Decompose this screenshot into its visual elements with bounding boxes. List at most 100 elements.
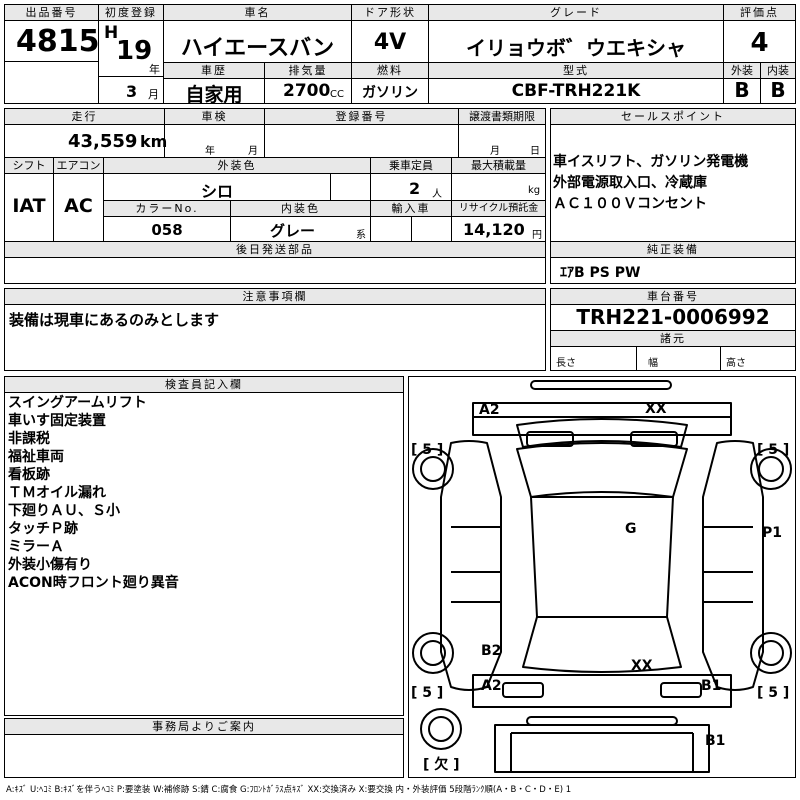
windshield-outline	[516, 442, 688, 498]
office-header: 事務局よりご案内	[5, 719, 403, 735]
inspector-note: 非課税	[8, 431, 50, 447]
inspector-note: ACON時フロント廻り異音	[8, 575, 179, 591]
hood-outline	[472, 402, 732, 436]
inspection-header: 車検	[165, 109, 264, 125]
mileage-value: 43,559	[68, 131, 138, 152]
inspector-notes-list: スイングアームリフト 車いす固定装置 非課税 福祉車両 看板跡 ＴＭオイル漏れ …	[8, 394, 179, 592]
length-label: 長さ	[556, 358, 576, 369]
mark-xx-bottom: XX	[631, 658, 653, 674]
year-unit: 年	[149, 63, 160, 76]
caution-box	[4, 288, 546, 371]
genuine-equipment-value: ｴｱB PS PW	[560, 265, 641, 281]
inspector-note: 外装小傷有り	[8, 557, 92, 573]
sales-point-line: 外部電源取入口、冷蔵庫	[553, 175, 707, 191]
recycle-unit: 円	[532, 230, 542, 241]
inspector-note: 車いす固定装置	[8, 413, 106, 429]
ext-color-value: シロ	[200, 182, 233, 201]
interior-header: 内装	[761, 63, 795, 79]
mark-g: G	[625, 521, 637, 537]
genuine-equipment-header: 純正装備	[551, 242, 795, 258]
int-color-value: グレー	[270, 222, 316, 240]
tire-rear-right	[750, 632, 792, 674]
front-bumper-outline	[530, 380, 672, 390]
lot-no-header: 出品番号	[5, 5, 98, 21]
model-name-header: 車名	[164, 5, 351, 21]
damage-diagram-box	[408, 376, 796, 778]
mileage-unit: km	[140, 132, 168, 151]
int-color-unit: 系	[356, 230, 366, 241]
height-label: 高さ	[726, 358, 746, 369]
spare-tire-missing: [ 欠 ]	[423, 756, 460, 773]
max-load-unit: kg	[528, 185, 541, 196]
car-damage-diagram: A2 XX G P1 B2 XX A2 B1 B1 [ 5 ] [ 5 ] [ …	[411, 380, 792, 773]
month-unit: 月	[148, 88, 159, 101]
mark-a2-top: A2	[479, 402, 500, 418]
tire-front-right	[750, 448, 792, 490]
rear-door-outline	[494, 724, 710, 773]
vehicle-info-table	[4, 4, 796, 104]
door-header: ドア形状	[352, 5, 428, 21]
inspector-note: 福祉車両	[8, 449, 64, 465]
fuel-header: 燃料	[352, 63, 428, 79]
tire-score-fl: [ 5 ]	[411, 442, 443, 458]
width-label: 幅	[648, 358, 658, 369]
capacity-value: 2	[409, 179, 421, 198]
mark-b1-right: B1	[701, 678, 721, 694]
capacity-unit: 人	[432, 189, 442, 200]
history-value: 自家用	[185, 84, 243, 106]
left-side-outline	[440, 440, 502, 691]
tire-rear-left	[412, 632, 454, 674]
rear-window-outline	[522, 616, 682, 673]
legend-text: A:ｷｽﾞ U:ﾍｺﾐ B:ｷｽﾞを伴うﾍｺﾐ P:要塗装 W:補修跡 S:錆 …	[6, 785, 572, 795]
details-table	[4, 108, 546, 284]
chassis-box	[550, 288, 796, 371]
caution-header: 注意事項欄	[5, 289, 545, 305]
mark-b2: B2	[481, 643, 501, 659]
sales-point-header: セールスポイント	[551, 109, 795, 125]
caution-value: 装備は現車にあるのみとします	[9, 311, 220, 329]
grade-header: グレード	[429, 5, 723, 21]
transfer-day: 日	[530, 146, 540, 157]
max-load-header: 最大積載量	[452, 158, 545, 174]
inspector-note: スイングアームリフト	[8, 395, 147, 411]
tire-score-rl: [ 5 ]	[411, 685, 443, 701]
sales-point-line: 車イスリフト、ガソリン発電機	[553, 154, 749, 170]
int-color-header: 内装色	[231, 201, 370, 217]
aircon-value: AC	[64, 195, 93, 217]
color-no-value: 058	[151, 221, 183, 239]
mark-b1-bottom: B1	[705, 733, 725, 749]
inspector-note: 下廻りＡＵ、Ｓ小	[8, 503, 120, 519]
displacement-unit: CC	[330, 89, 344, 100]
color-no-header: カラーNo.	[104, 201, 230, 217]
chassis-no-value: TRH221-0006992	[576, 305, 770, 329]
tire-front-left	[412, 448, 454, 490]
inspector-note: タッチＰ跡	[8, 521, 78, 537]
grade-value: イリョウボ゛ウエキシャ	[466, 36, 686, 60]
inspector-note: ＴＭオイル漏れ	[8, 485, 106, 501]
tire-score-rr: [ 5 ]	[757, 685, 789, 701]
sales-point-box	[550, 108, 796, 284]
ext-color-header: 外装色	[104, 158, 370, 174]
recycle-value: 14,120	[463, 220, 525, 239]
reg-no-header: 登録番号	[265, 109, 458, 125]
exterior-grade-value: B	[734, 78, 750, 102]
chassis-no-header: 車台番号	[551, 289, 795, 305]
inspector-note: ミラーＡ	[8, 539, 64, 555]
inspector-header: 検査員記入欄	[5, 377, 403, 393]
import-header: 輸入車	[371, 201, 451, 217]
sales-point-list: 車イスリフト、ガソリン発電機 外部電源取入口、冷蔵庫 ＡＣ１００Ｖコンセント	[553, 152, 748, 215]
sales-point-line: ＡＣ１００Ｖコンセント	[553, 196, 707, 212]
model-code-value: CBF-TRH221K	[511, 81, 641, 101]
tire-score-fr: [ 5 ]	[757, 442, 789, 458]
mileage-header: 走行	[5, 109, 164, 125]
displacement-value: 2700	[283, 81, 331, 101]
score-header: 評価点	[724, 5, 795, 21]
year-value: 19	[116, 36, 153, 66]
right-side-outline	[702, 440, 764, 691]
mark-a2-bottom: A2	[481, 678, 502, 694]
shift-header: シフト	[5, 158, 53, 174]
office-box	[4, 718, 404, 778]
spare-tire	[420, 708, 462, 750]
door-value: 4V	[373, 30, 407, 55]
aircon-header: エアコン	[54, 158, 103, 174]
